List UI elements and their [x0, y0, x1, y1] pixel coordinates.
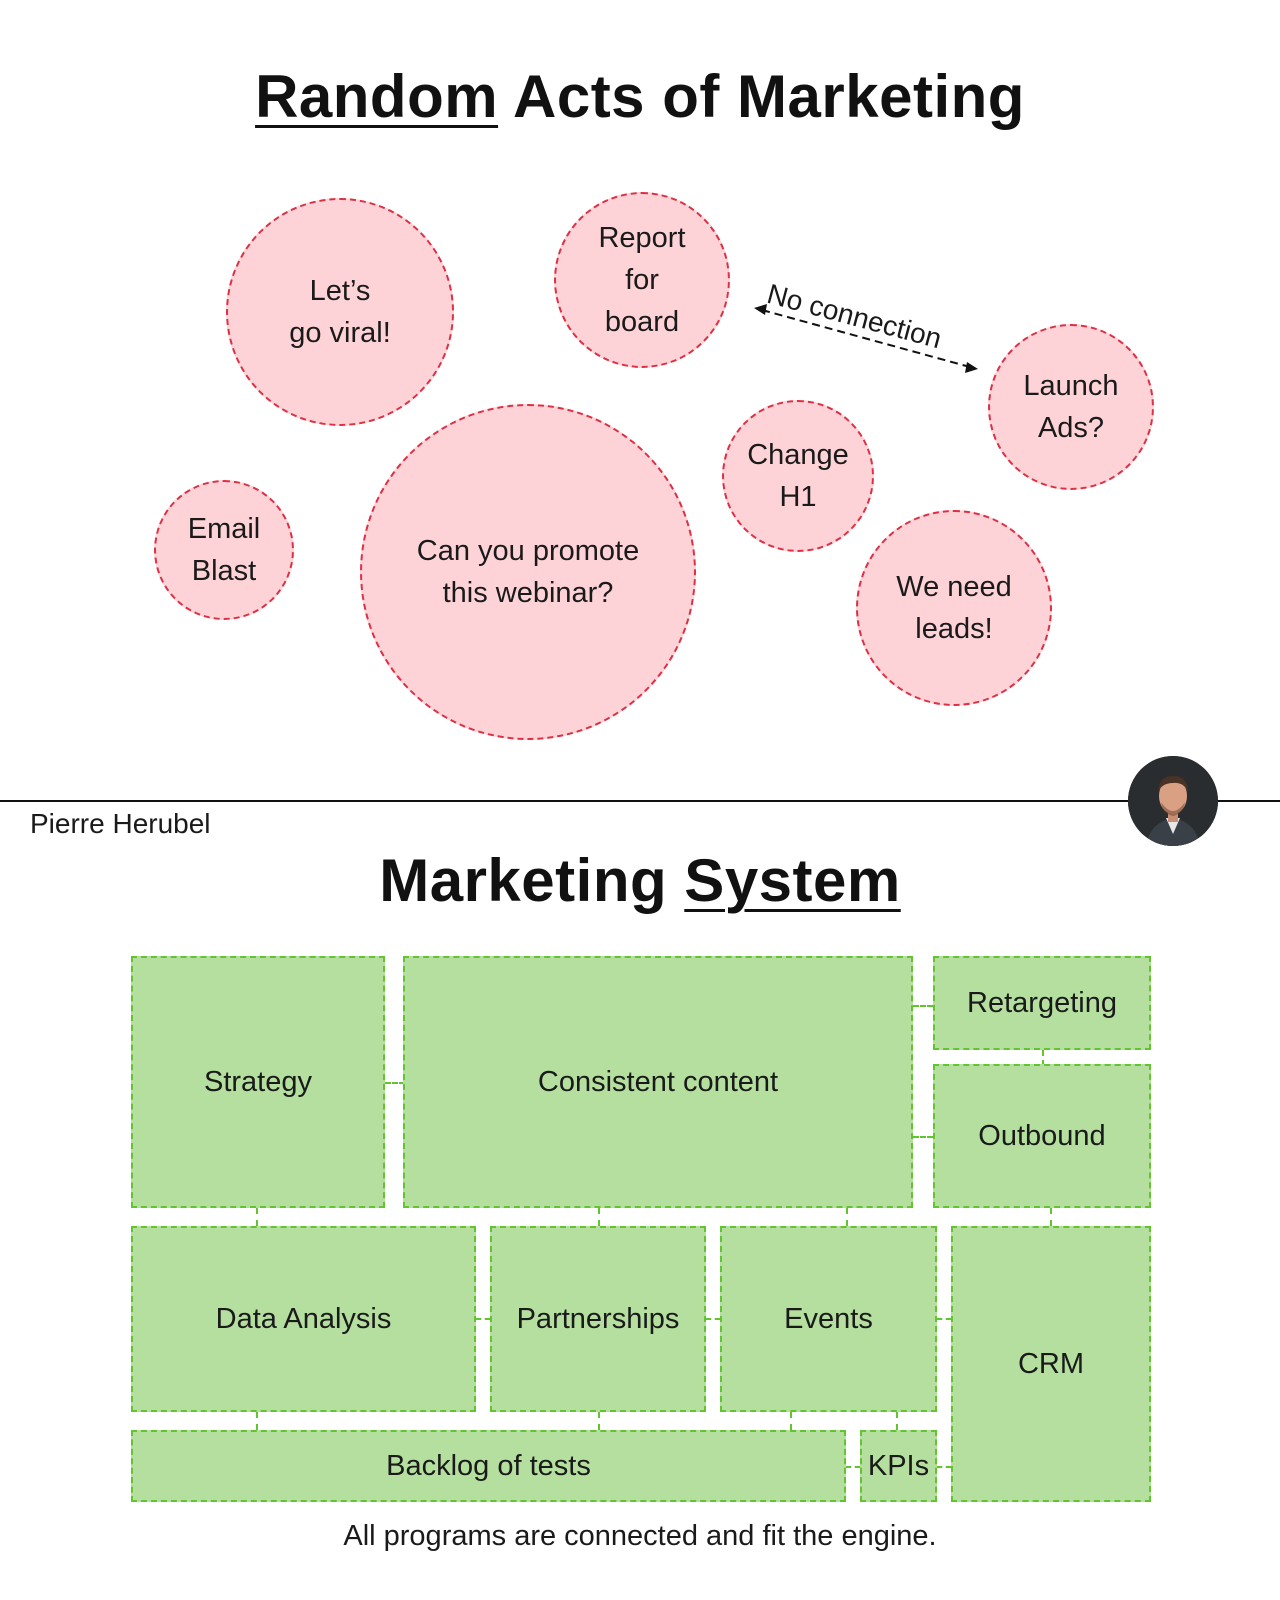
box-data-analysis: Data Analysis — [131, 1226, 476, 1412]
box-consistent-content: Consistent content — [403, 956, 913, 1208]
connector — [790, 1412, 792, 1430]
bubble-report-for-board: Report for board — [554, 192, 730, 368]
connector — [913, 1005, 933, 1007]
box-retargeting: Retargeting — [933, 956, 1151, 1050]
bubble-email-blast: Email Blast — [154, 480, 294, 620]
connector — [256, 1412, 258, 1430]
box-kpis: KPIs — [860, 1430, 937, 1502]
bubble-label: We need leads! — [896, 570, 1012, 645]
bubble-launch-ads: Launch Ads? — [988, 324, 1154, 490]
marketing-system-title: Marketing System — [0, 846, 1280, 915]
connector — [1042, 1050, 1044, 1066]
bubble-go-viral: Let’s go viral! — [226, 198, 454, 426]
title-underlined-word: Random — [255, 63, 499, 130]
connector — [598, 1412, 600, 1430]
person-portrait-icon — [1128, 756, 1218, 846]
connector — [937, 1318, 951, 1320]
connector — [896, 1412, 898, 1430]
bubble-label: Launch Ads? — [1023, 369, 1119, 444]
connector — [256, 1208, 258, 1226]
connector — [846, 1208, 848, 1226]
bubble-label: Change H1 — [747, 438, 849, 513]
box-crm: CRM — [951, 1226, 1151, 1502]
bubble-label: Let’s go viral! — [289, 274, 391, 349]
connector — [476, 1318, 490, 1320]
no-connection-arrow — [754, 304, 978, 373]
connector — [937, 1466, 951, 1468]
bubble-label: Can you promote this webinar? — [416, 534, 640, 609]
bubble-change-h1: Change H1 — [722, 400, 874, 552]
bubble-need-leads: We need leads! — [856, 510, 1052, 706]
connector — [846, 1466, 860, 1468]
connector — [1050, 1208, 1052, 1226]
connector — [385, 1082, 405, 1084]
bubble-label: Email Blast — [187, 512, 261, 587]
random-acts-title: Random Acts of Marketing — [0, 62, 1280, 131]
box-outbound: Outbound — [933, 1064, 1151, 1208]
caption: All programs are connected and fit the e… — [343, 1520, 937, 1552]
section-divider — [0, 800, 1280, 802]
title-rest: Acts of Marketing — [498, 63, 1025, 130]
title-underlined-word: System — [684, 847, 901, 914]
bubble-label: Report for board — [598, 221, 686, 339]
connector — [913, 1136, 933, 1138]
bubble-promote-webinar: Can you promote this webinar? — [360, 404, 696, 740]
author-name: Pierre Herubel — [30, 808, 211, 839]
connector — [598, 1208, 600, 1226]
box-partnerships: Partnerships — [490, 1226, 706, 1412]
box-events: Events — [720, 1226, 937, 1412]
box-strategy: Strategy — [131, 956, 385, 1208]
connector — [706, 1318, 720, 1320]
title-plain: Marketing — [379, 847, 685, 914]
author-avatar — [1128, 756, 1218, 846]
box-backlog-of-tests: Backlog of tests — [131, 1430, 846, 1502]
